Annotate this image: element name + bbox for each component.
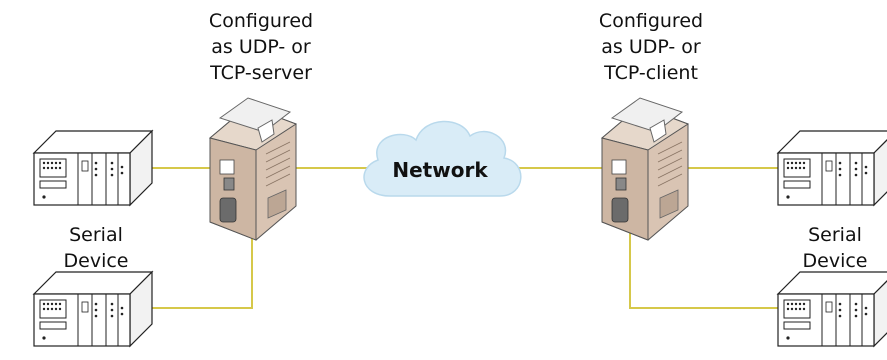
client-label-line-2: as UDP- or [601, 36, 701, 58]
right-device-label-line-1: Serial [808, 224, 862, 246]
network-label: Network [392, 158, 488, 182]
serial-device-icon [777, 130, 887, 206]
serial-server-icon [209, 97, 297, 241]
serial-device-icon [33, 130, 153, 206]
client-label-line-3: TCP-client [604, 62, 698, 84]
wire-bottom-left-device [150, 232, 253, 309]
serial-device-icon [777, 271, 887, 347]
network-cloud-icon [363, 120, 522, 197]
serial-server-icon [601, 97, 689, 241]
server-label-line-2: as UDP- or [211, 36, 311, 58]
client-config-label: Configured as UDP- or TCP-client [586, 8, 716, 86]
left-serial-device-label: Serial Device [46, 222, 146, 274]
right-serial-device-label: Serial Device [787, 222, 883, 274]
serial-device-icon [33, 271, 153, 347]
server-label-line-1: Configured [208, 10, 314, 32]
right-device-label-line-2: Device [802, 250, 868, 272]
left-device-label-line-1: Serial [69, 224, 123, 246]
left-device-label-line-2: Device [63, 250, 129, 272]
server-config-label: Configured as UDP- or TCP-server [196, 8, 326, 86]
server-label-line-3: TCP-server [210, 62, 312, 84]
wire-bottom-right-device [629, 232, 780, 309]
client-label-line-1: Configured [598, 10, 704, 32]
connection-wires [150, 167, 780, 309]
